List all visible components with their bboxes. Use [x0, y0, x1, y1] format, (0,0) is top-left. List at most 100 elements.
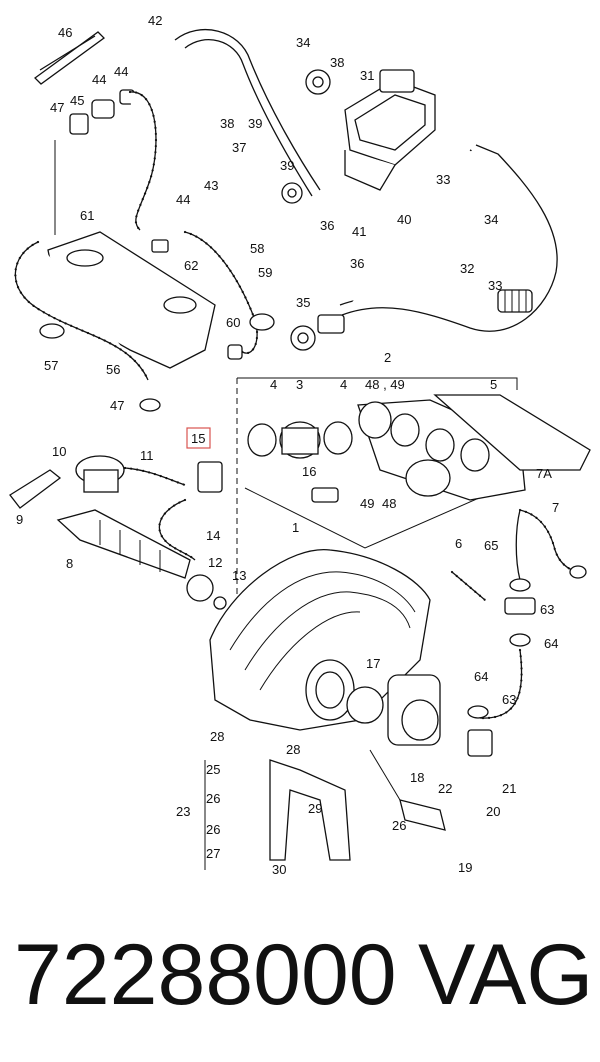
label-59: 63: [502, 692, 516, 707]
label-27: 27: [206, 846, 220, 861]
gasket-38: [305, 69, 331, 95]
label-35: 35: [296, 295, 310, 310]
label-36b: 36: [350, 256, 364, 271]
label-5: 5: [490, 377, 497, 392]
label-47b: 47: [110, 398, 124, 413]
label-19: 19: [458, 860, 472, 875]
label-60: 64: [544, 636, 558, 651]
sensor-15: [197, 461, 223, 493]
sensor-20: [467, 729, 493, 757]
exploded-parts-diagram: 46 42 44 44 45 47 38 39 37 43 44 34 38 3…: [9, 13, 591, 877]
label-47: 47: [50, 100, 64, 115]
label-42: 42: [148, 13, 162, 28]
label-57: 46: [58, 25, 72, 40]
bracket-26: [269, 759, 351, 861]
label-22: 22: [438, 781, 452, 796]
label-6: 6: [455, 536, 462, 551]
label-32: 32: [460, 261, 474, 276]
label-26: 26: [206, 791, 220, 806]
label-60b: 64: [474, 669, 488, 684]
label-28: 28: [210, 729, 224, 744]
label-56: 62: [184, 258, 198, 273]
label-29: 29: [308, 801, 322, 816]
label-11: 12: [208, 555, 222, 570]
ring-4-right: [323, 421, 353, 455]
hose-44: [129, 91, 157, 231]
intake-manifold-1: [209, 549, 431, 731]
label-53: 59: [258, 265, 272, 280]
label-51: 57: [44, 358, 58, 373]
label-34b: 34: [484, 212, 498, 227]
highlight-box-15: [186, 427, 211, 449]
label-25: 26: [206, 822, 220, 837]
label-37: 37: [232, 140, 246, 155]
label-7: 7: [552, 500, 559, 515]
clamp-60-lower: [467, 705, 489, 719]
clip-57: [34, 31, 105, 85]
label-16: 16: [302, 464, 316, 479]
label-18: 18: [410, 770, 424, 785]
strap-9: [9, 469, 62, 509]
hose-61-left: [515, 509, 521, 581]
label-4b: 4: [340, 377, 347, 392]
label-40: 40: [397, 212, 411, 227]
label-9: 9: [16, 512, 23, 527]
label-49: 49: [360, 496, 374, 511]
gasket-5: [433, 394, 591, 471]
seal-12: [213, 596, 227, 610]
gasket-35: [290, 325, 316, 351]
bellows-33: [497, 289, 533, 313]
throttle-body-18: [387, 674, 441, 746]
clamp-63: [569, 565, 587, 579]
label-38b: 38: [330, 55, 344, 70]
valve-56: [151, 239, 169, 253]
ring-4-left: [247, 423, 277, 457]
label-7A: 7A: [536, 466, 552, 481]
valve-31: [344, 69, 436, 191]
label-54: 60: [226, 315, 240, 330]
label-44: 44: [114, 64, 128, 79]
label-26b: 26: [392, 818, 406, 833]
seal-17: [346, 686, 384, 724]
clamp-47-lower: [139, 398, 161, 412]
callout-labels: 46 42 44 44 45 47 38 39 37 43 44 34 38 3…: [16, 13, 559, 877]
label-39b: 39: [280, 158, 294, 173]
label-21: 21: [502, 781, 516, 796]
label-12: 13: [232, 568, 246, 583]
label-61: 65: [484, 538, 498, 553]
label-33b: 33: [488, 278, 502, 293]
hose-13: [124, 467, 186, 486]
clamp-62: [509, 578, 531, 592]
label-46: 45: [70, 93, 84, 108]
part-number: 72288000: [14, 927, 397, 1023]
label-2: 2: [384, 350, 391, 365]
label-20: 20: [486, 804, 500, 819]
label-48: 48: [382, 496, 396, 511]
label-13: 11: [140, 448, 154, 463]
bracket-65: [399, 799, 446, 831]
footer: 72288000 VAG: [0, 925, 600, 1045]
label-34: 34: [296, 35, 310, 50]
label-15: 15: [191, 431, 205, 446]
label-43: 43: [204, 178, 218, 193]
label-44b: 44: [176, 192, 190, 207]
shaft-8: [56, 509, 191, 579]
label-28b: 28: [286, 742, 300, 757]
label-23: 23: [176, 804, 190, 819]
gasket-39: [281, 182, 303, 204]
label-45: 44: [92, 72, 106, 87]
label-4: 4: [270, 377, 277, 392]
valve-36: [317, 314, 345, 334]
tee-58: [504, 597, 536, 615]
label-52: 58: [250, 241, 264, 256]
actuator-10: [75, 455, 125, 493]
hose-61: [519, 509, 579, 573]
seal-11: [186, 574, 214, 602]
label-1: 1: [292, 520, 299, 535]
label-48-49: 48 , 49: [365, 377, 405, 392]
filter-3: [279, 421, 321, 459]
label-55: 61: [80, 208, 94, 223]
label-14: 14: [206, 528, 220, 543]
grommet-51: [39, 323, 65, 339]
brand-name: VAG: [418, 927, 594, 1023]
